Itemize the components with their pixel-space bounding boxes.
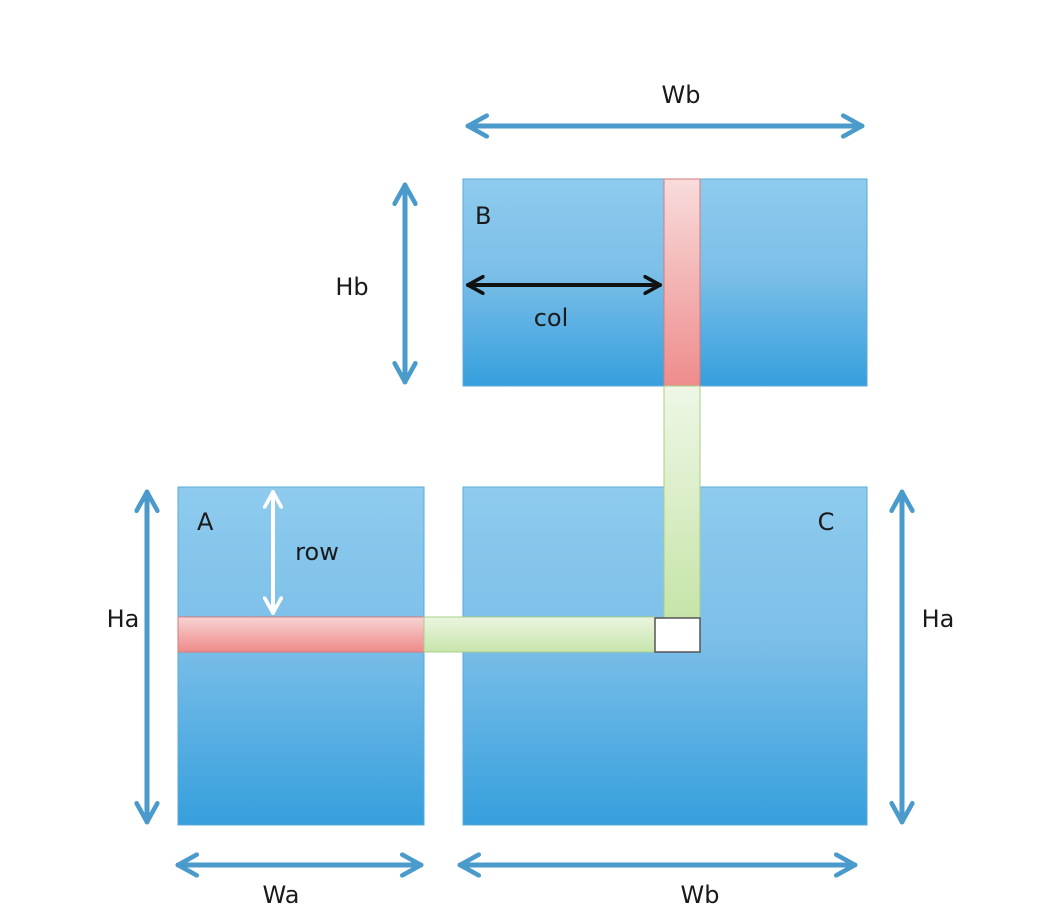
row-connector-strip	[423, 616, 657, 653]
wb-top-label: Wb	[662, 81, 701, 109]
matrix-b-label: B	[475, 202, 491, 230]
ha-left-label: Ha	[107, 605, 140, 633]
c-result-element	[654, 617, 701, 653]
ha-right-label: Ha	[922, 605, 955, 633]
b-column-strip	[663, 178, 701, 387]
hb-label: Hb	[335, 273, 368, 301]
column-connector-strip	[663, 385, 701, 620]
wb-bottom-label: Wb	[681, 881, 720, 909]
matrix-c-label: C	[818, 508, 835, 536]
matrix-a-label: A	[197, 508, 214, 536]
a-row-strip	[177, 616, 425, 653]
col-label: col	[534, 304, 569, 332]
matrix-a	[177, 486, 425, 826]
wa-bottom-label: Wa	[263, 881, 300, 909]
row-label: row	[295, 538, 339, 566]
